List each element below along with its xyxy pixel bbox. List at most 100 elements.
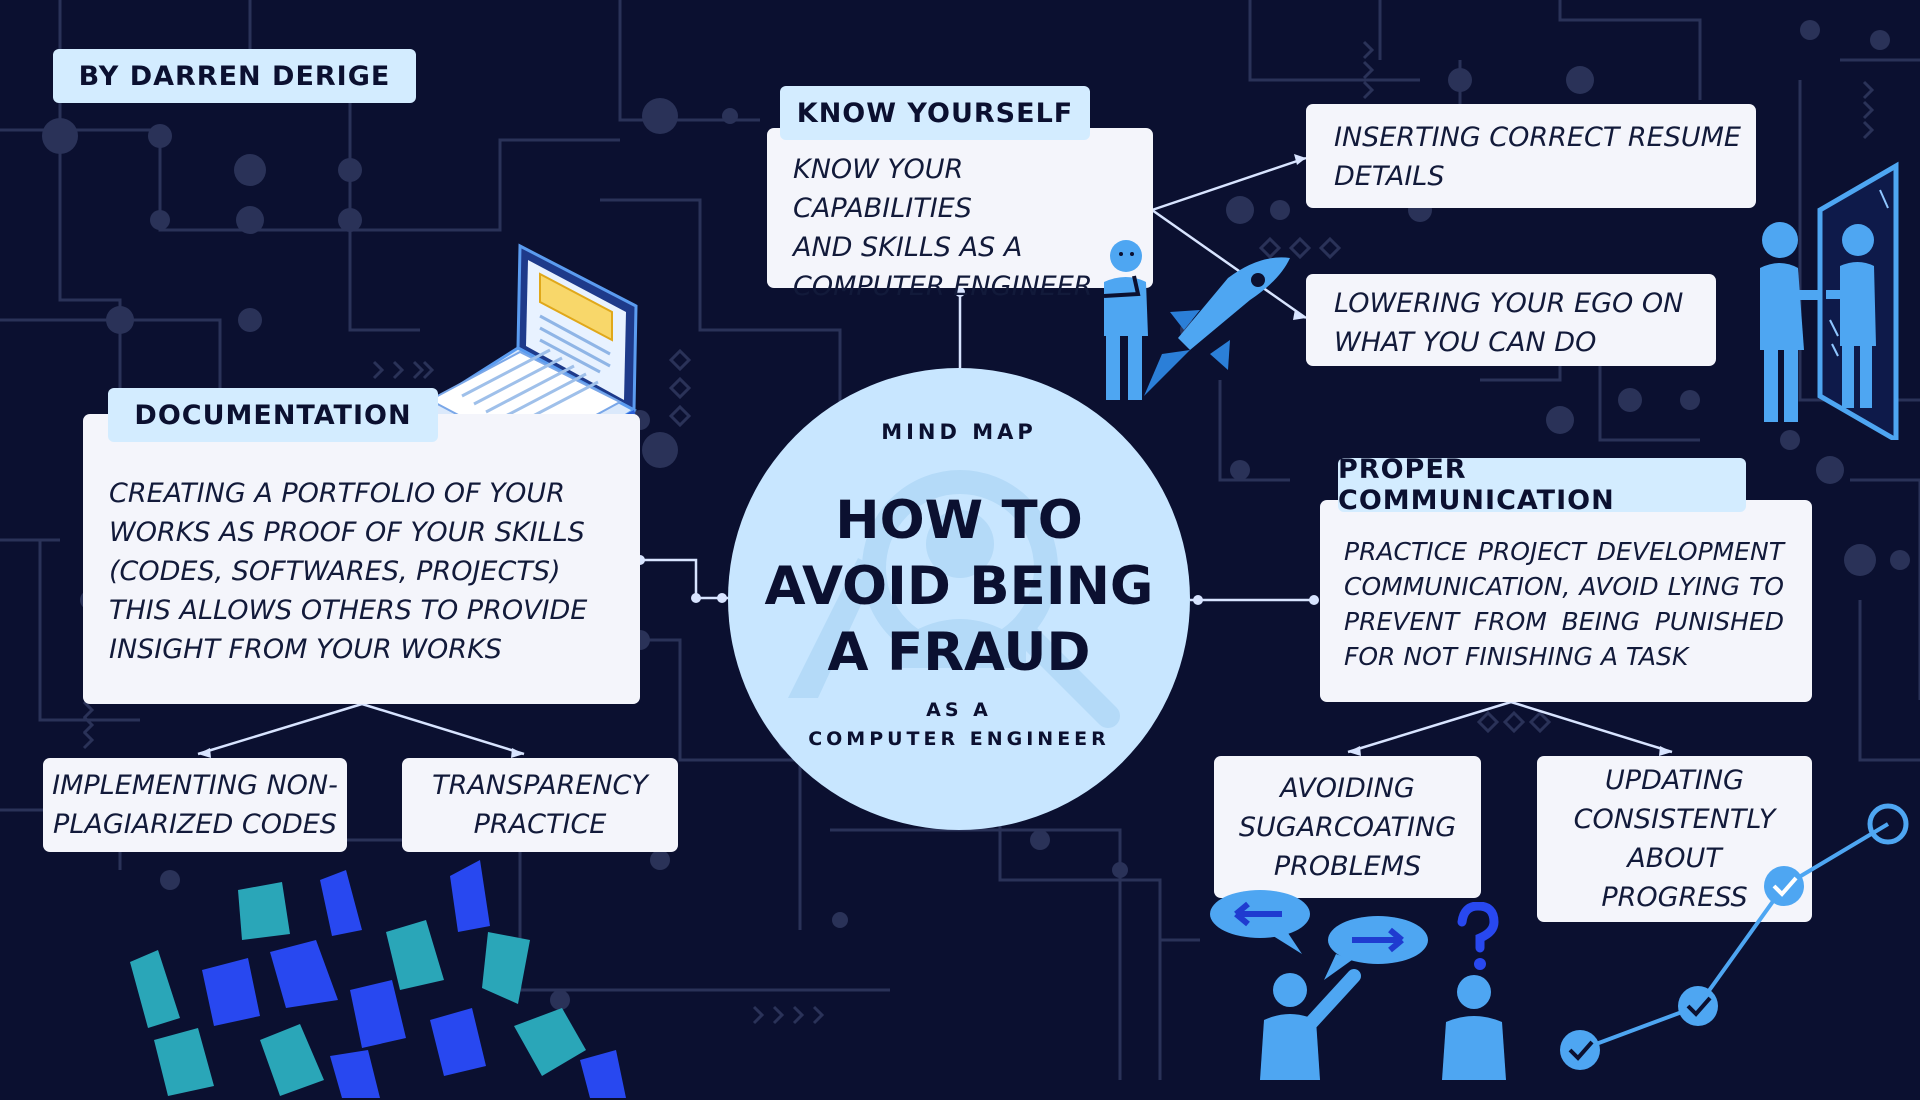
documentation-line: (CODES, SOFTWARES, PROJECTS) [109, 556, 561, 587]
documentation-child-transparency: TRANSPARENCY PRACTICE [402, 758, 678, 852]
circuit-trace [1844, 544, 1876, 576]
documentation-child-nonplagiarized: IMPLEMENTING NON- PLAGIARIZED CODES [43, 758, 347, 852]
circuit-trace [1816, 456, 1844, 484]
know-yourself-child-resume: INSERTING CORRECT RESUME DETAILS [1306, 104, 1756, 208]
central-subtitle-2: COMPUTER ENGINEER [808, 728, 1110, 750]
circuit-trace [1258, 236, 1282, 260]
circuit-trace [1226, 196, 1254, 224]
child-line: INSERTING CORRECT RESUME [1334, 122, 1741, 153]
documentation-line: WORKS AS PROOF OF YOUR SKILLS [109, 517, 585, 548]
child-line: PRACTICE [473, 809, 607, 840]
speech-bubbles-icon [1210, 890, 1506, 1080]
circuit-trace [722, 108, 738, 124]
circuit-trace [1858, 600, 1920, 762]
circuit-trace [1362, 40, 1375, 60]
circuit-trace [1502, 710, 1526, 734]
circuit-trace [0, 128, 620, 232]
circuit-trace [832, 912, 848, 928]
rocket-icon [1144, 257, 1290, 396]
circuit-trace [1030, 830, 1050, 850]
child-line: DETAILS [1334, 161, 1445, 192]
communication-line: FOR NOT FINISHING A TASK [1344, 642, 1689, 671]
circuit-trace [1890, 550, 1910, 570]
communication-title: PROPER COMMUNICATION [1338, 454, 1746, 516]
documentation-line: CREATING A PORTFOLIO OF YOUR [109, 478, 565, 509]
central-title-line: AVOID BEING [764, 556, 1154, 617]
circuit-trace [650, 850, 670, 870]
progress-checkmarks-icon [1560, 803, 1909, 1070]
circuit-trace [372, 360, 385, 380]
central-kicker: MIND MAP [881, 420, 1037, 444]
documentation-line: THIS ALLOWS OTHERS TO PROVIDE [109, 595, 588, 626]
circuit-trace [1270, 200, 1290, 220]
circuit-trace [642, 98, 678, 134]
circuit-trace [1558, 0, 1702, 100]
circuit-trace [550, 990, 570, 1010]
communication-child-sugarcoating: AVOIDING SUGARCOATING PROBLEMS [1214, 756, 1481, 898]
communication-description: PRACTICE PROJECT DEVELOPMENT COMMUNICATI… [1320, 500, 1812, 702]
child-line: PROBLEMS [1273, 850, 1422, 882]
circuit-trace [82, 730, 95, 750]
circuit-trace [618, 0, 760, 122]
circuit-trace [236, 206, 264, 234]
circuit-trace [1362, 60, 1375, 80]
child-line: IMPLEMENTING NON- [52, 770, 338, 801]
circuit-trace [338, 208, 362, 232]
know-yourself-line: KNOW YOUR CAPABILITIES [793, 154, 972, 224]
paper-confetti-icon [130, 860, 626, 1098]
documentation-title: DOCUMENTATION [108, 388, 438, 442]
know-yourself-line: AND SKILLS AS A [793, 232, 1023, 263]
circuit-trace [1528, 710, 1552, 734]
central-topic: MIND MAP HOW TO AVOID BEING A FRAUD AS A… [728, 368, 1190, 830]
circuit-trace [1618, 388, 1642, 412]
magnifier-watermark-icon [788, 470, 1120, 728]
circuit-trace [1362, 80, 1375, 100]
circuit-trace [1112, 862, 1128, 878]
circuit-trace [1218, 380, 1290, 482]
circuit-trace [1598, 360, 1700, 442]
circuit-trace [1476, 710, 1500, 734]
circuit-trace [752, 1005, 765, 1025]
know-yourself-description: KNOW YOUR CAPABILITIES AND SKILLS AS A C… [767, 128, 1153, 302]
know-yourself-title: KNOW YOURSELF [780, 86, 1090, 140]
child-line: TRANSPARENCY [432, 770, 648, 801]
circuit-trace [1862, 100, 1875, 120]
circuit-trace [1248, 0, 1420, 82]
child-line: PROGRESS [1601, 882, 1748, 913]
author-tag: BY DARREN DERIGE [53, 49, 416, 103]
circuit-trace [1318, 236, 1342, 260]
circuit-trace [1870, 30, 1890, 50]
child-line: AVOIDING [1280, 772, 1415, 804]
circuit-trace [600, 198, 842, 420]
circuit-trace [668, 404, 692, 428]
circuit-trace [1546, 406, 1574, 434]
circuit-trace [0, 318, 222, 420]
circuit-trace [1862, 80, 1875, 100]
central-subtitle-1: AS A [926, 699, 992, 721]
child-line: WHAT YOU CAN DO [1334, 327, 1597, 358]
documentation-description: CREATING A PORTFOLIO OF YOUR WORKS AS PR… [83, 414, 640, 704]
communication-child-progress: UPDATING CONSISTENTLY ABOUT PROGRESS [1537, 756, 1812, 922]
circuit-trace [642, 432, 678, 468]
circuit-trace [812, 1005, 825, 1025]
child-line: ABOUT [1627, 843, 1722, 874]
circuit-trace [1862, 120, 1875, 140]
circuit-trace [238, 308, 262, 332]
circuit-trace [1566, 66, 1594, 94]
central-title-line: A FRAUD [827, 622, 1091, 683]
communication-line: PREVENT FROM BEING PUNISHED [1344, 607, 1784, 636]
circuit-trace [830, 828, 1122, 1080]
circuit-trace [1448, 68, 1472, 92]
circuit-trace [42, 118, 78, 154]
circuit-trace [412, 360, 425, 380]
circuit-trace [792, 1005, 805, 1025]
circuit-trace [1230, 460, 1250, 480]
child-line: UPDATING [1605, 765, 1744, 796]
circuit-trace [148, 124, 172, 148]
circuit-trace [1288, 236, 1312, 260]
circuit-trace [82, 700, 95, 720]
circuit-trace [150, 210, 170, 230]
circuit-trace [82, 715, 95, 735]
question-mark-icon [1457, 902, 1499, 970]
